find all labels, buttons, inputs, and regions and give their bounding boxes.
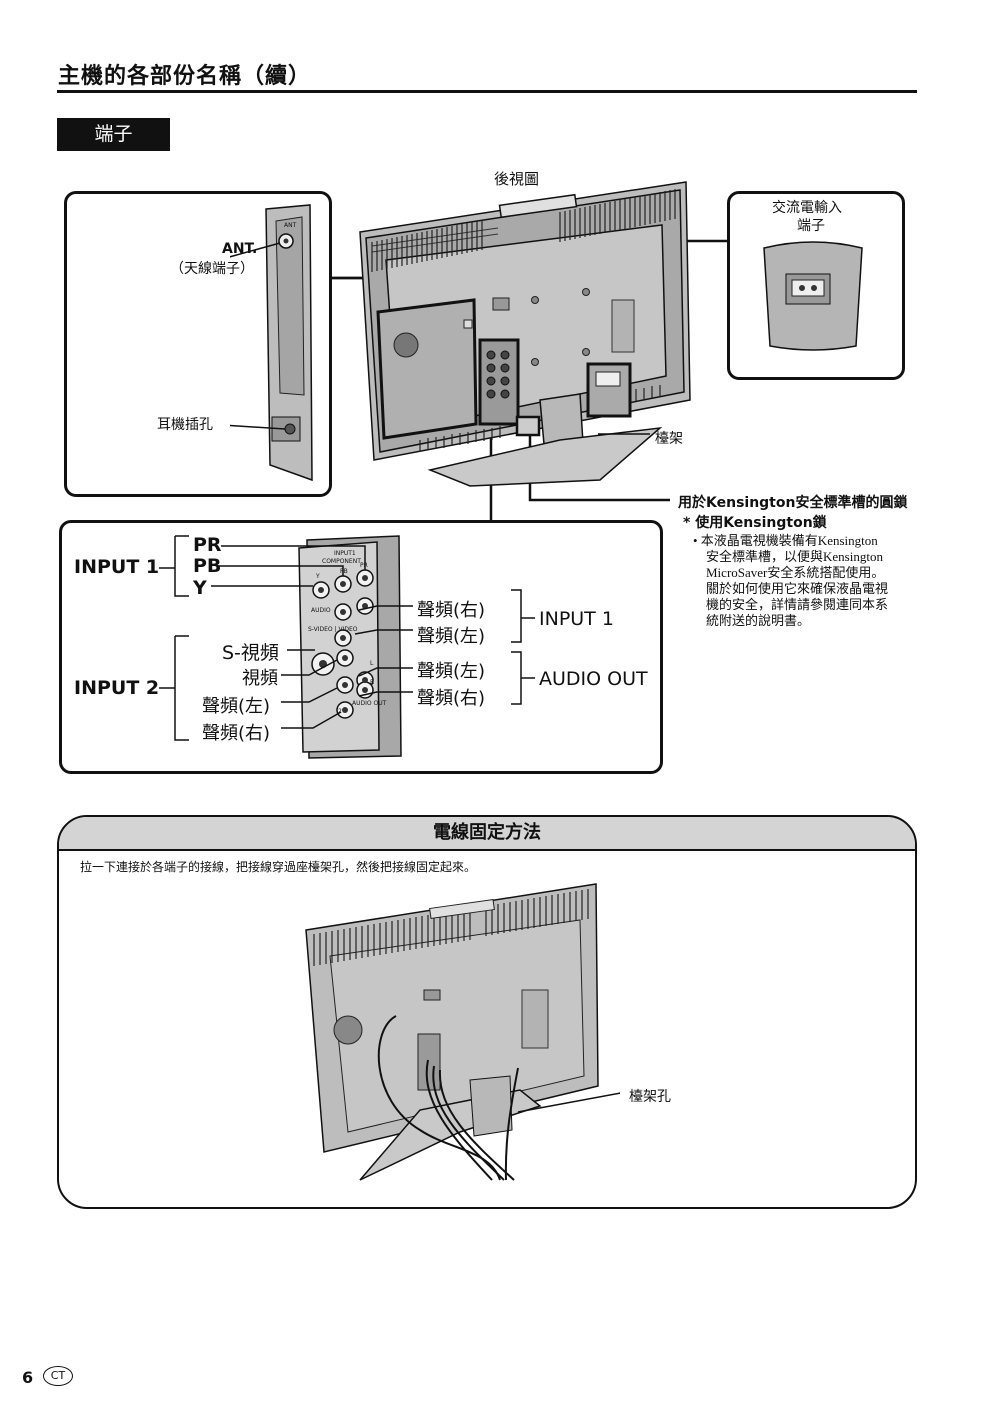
panel-pb-text: PB <box>340 568 348 575</box>
title-divider <box>57 90 917 93</box>
ac-input-label: 交流電輸入 <box>772 200 842 216</box>
input2-label: INPUT 2 <box>74 677 160 699</box>
kensington-note-3: MicroSaver安全系統搭配使用。 <box>706 565 885 580</box>
audio-out-label: AUDIO OUT <box>539 668 648 690</box>
panel-pr-text: PR <box>360 562 368 569</box>
audio-r-input2-label: 聲頻(右) <box>202 723 271 744</box>
panel-component-text: COMPONENT <box>322 558 361 565</box>
audio-l-input2-label: 聲頻(左) <box>202 696 271 717</box>
panel-audio-out-text: AUDIO OUT <box>352 700 387 707</box>
cable-instruction: 拉一下連接於各端子的接線，把接線穿過座檯架孔，然後把接線固定起來。 <box>80 860 477 874</box>
headphone-label: 耳機插孔 <box>157 417 213 433</box>
kensington-note-6: 統附送的說明書。 <box>706 613 811 628</box>
ac-input-label-2: 端子 <box>797 218 825 234</box>
y-label: Y <box>193 577 207 599</box>
panel-y-text: Y <box>316 573 320 580</box>
kensington-note-2: 安全標準槽，以便與Kensington <box>706 549 883 564</box>
kensington-note-5: 機的安全，詳情請參閱連同本系 <box>706 597 889 612</box>
side-panel-illustration <box>230 204 313 482</box>
section-label: 端子 <box>57 118 170 151</box>
ac-socket-illustration <box>763 241 863 351</box>
kensington-label: 用於Kensington安全標準槽的圓鎖 <box>678 495 908 511</box>
kensington-sublabel: * 使用Kensington鎖 <box>683 515 827 531</box>
s-video-label: S-視頻 <box>222 642 279 664</box>
rear-view-caption: 後視圖 <box>494 170 540 188</box>
stand-label: 檯架 <box>655 431 683 447</box>
page-title: 主機的各部份名稱（續） <box>58 64 312 89</box>
kensington-note-4: 關於如何使用它來確保液晶電視 <box>706 581 889 596</box>
kensington-note-1: • 本液晶電視機裝備有Kensington <box>693 533 878 548</box>
pr-label: PR <box>193 534 222 556</box>
panel-l-text: L <box>370 660 374 667</box>
panel-r-text: R <box>370 679 375 686</box>
audio-r-out-label: 聲頻(右) <box>417 688 486 709</box>
language-badge: CT <box>43 1366 73 1386</box>
audio-l-input1-label: 聲頻(左) <box>417 626 486 647</box>
panel-num2-text: 2 <box>338 708 342 715</box>
pb-label: PB <box>193 555 222 577</box>
ant-sublabel: （天線端子） <box>170 261 254 277</box>
video-label: 視頻 <box>242 668 278 689</box>
cable-section-title: 電線固定方法 <box>59 817 915 851</box>
rear-view-illustration <box>329 181 727 520</box>
audio-r-input1-label: 聲頻(右) <box>417 600 486 621</box>
terminal-panel-illustration <box>159 535 535 759</box>
ant-label: ANT. <box>222 241 258 257</box>
input1-label-left: INPUT 1 <box>74 556 160 578</box>
input1-label-right: INPUT 1 <box>539 608 614 630</box>
stand-hole-label: 檯架孔 <box>629 1089 671 1105</box>
cable-illustration <box>305 883 620 1181</box>
panel-audio-text: AUDIO <box>311 607 331 614</box>
ant-panel-text: ANT <box>284 222 297 229</box>
panel-input-text: INPUT1 <box>334 550 356 557</box>
panel-svideo-text: S-VIDEO | VIDEO <box>308 626 358 633</box>
page-number: 6 <box>22 1368 34 1387</box>
audio-l-out-label: 聲頻(左) <box>417 661 486 682</box>
